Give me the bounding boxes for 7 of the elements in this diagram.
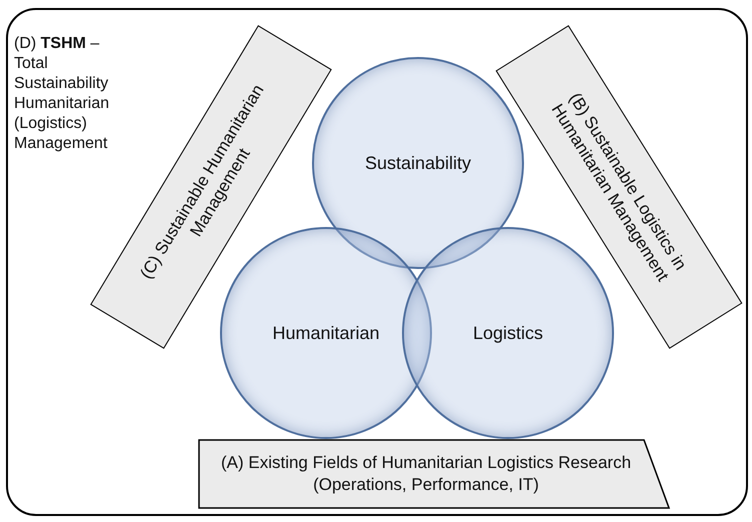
box-text: (A) Existing Fields of Humanitarian Logistics Research (Operations, Performance, IT): [220, 452, 632, 496]
outer-frame: [6, 8, 748, 516]
trapezoid-box: [198, 439, 670, 509]
frame-label: (D) TSHM – Total Sustainability Humanitarian (Logistics) Management: [14, 34, 110, 154]
circle-label: Sustainability: [364, 152, 472, 175]
circle-label: Logistics: [472, 322, 544, 345]
circle-label: Humanitarian: [272, 322, 380, 344]
